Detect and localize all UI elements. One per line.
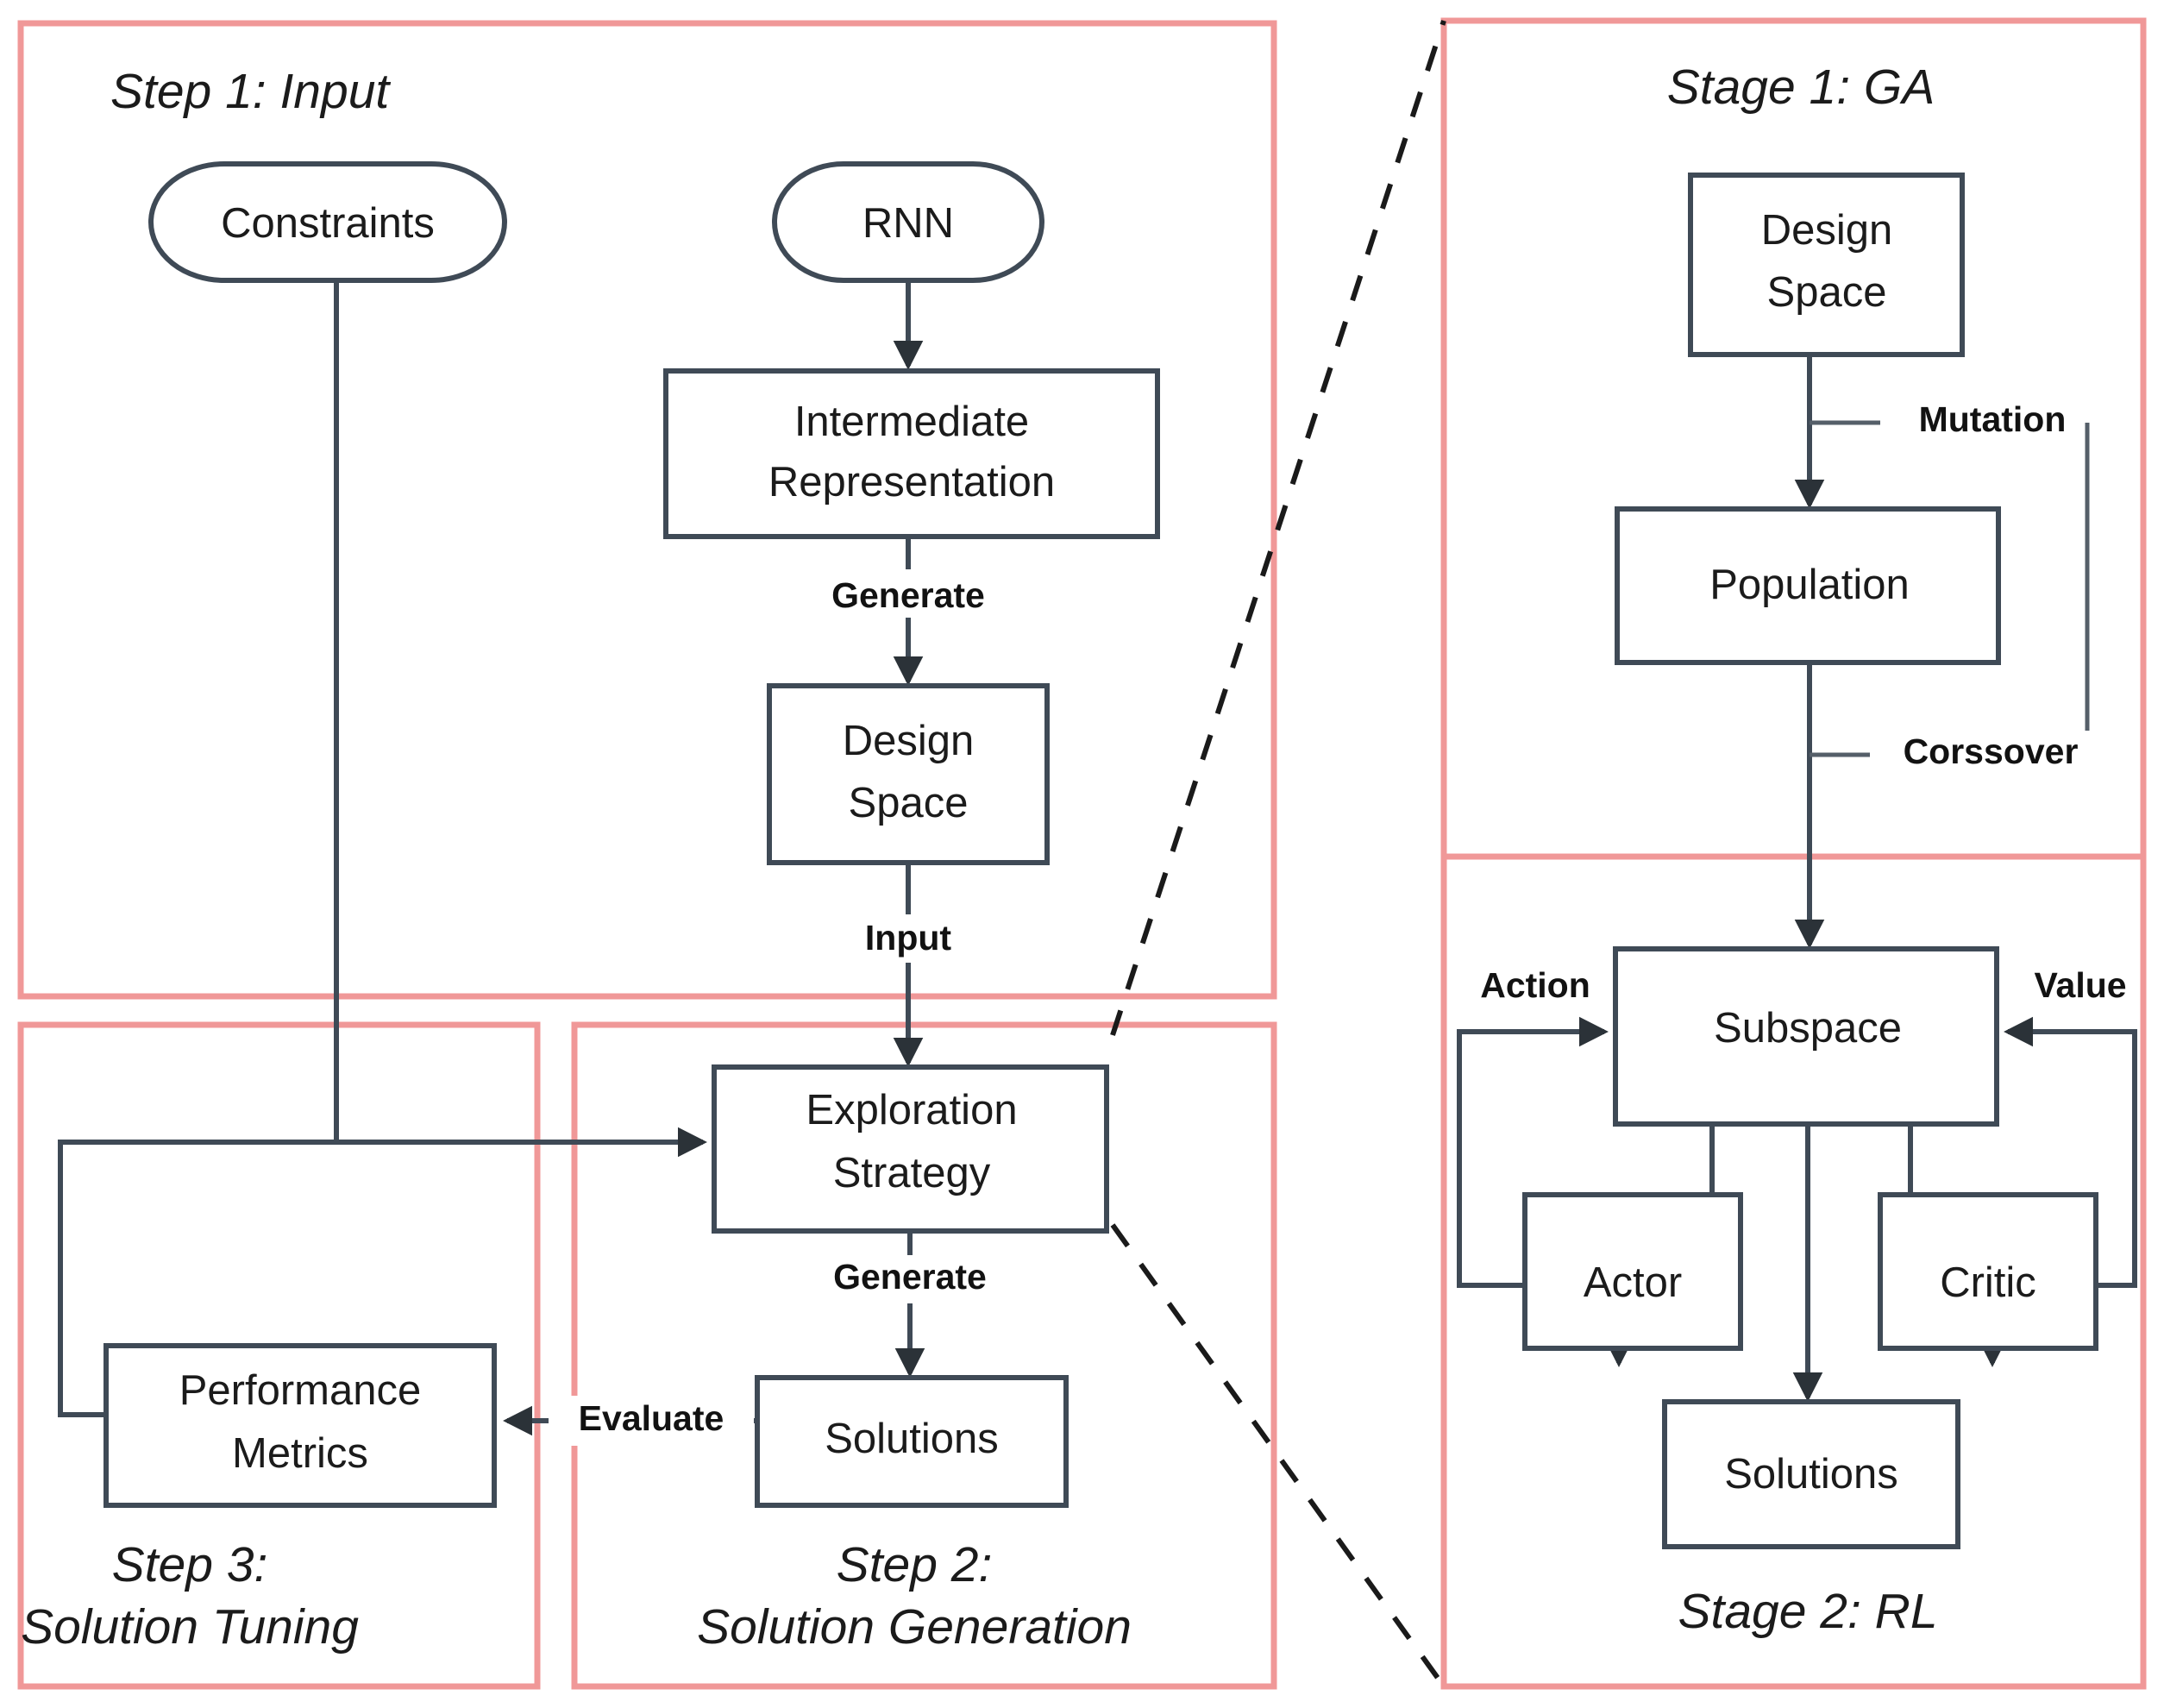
zoom-connector-top (1110, 20, 1446, 1036)
node-design-space-left[interactable] (767, 683, 1050, 865)
edge-metrics-feedback-to-strategy (58, 1127, 707, 1417)
node-critic-label-overlay: Critic (1940, 1259, 2036, 1306)
panel-stage2 (1440, 853, 2147, 1690)
panel-step2 (571, 1021, 1277, 1690)
node-ga-design-space[interactable] (1688, 173, 1965, 357)
edge-label-mutation: Mutation (1919, 399, 2067, 439)
node-ga-design-space-line2: Space (1767, 269, 1887, 316)
node-constraints-label: Constraints (221, 200, 435, 247)
label-bg-crossover (1870, 731, 2110, 779)
label-bg-generate-top (802, 569, 1018, 618)
node-solutions-right-label-overlay: Solutions (1724, 1451, 1898, 1498)
node-design-space-left-line1: Design (843, 718, 975, 764)
panel-step3 (17, 1021, 541, 1690)
label-bg-input (828, 914, 992, 963)
node-intermediate-line2: Representation (768, 459, 1055, 505)
node-constraints[interactable] (148, 161, 507, 283)
panel-title-step2-line1: Step 2: (837, 1537, 993, 1592)
node-actor-label-overlay: Actor (1584, 1259, 1682, 1306)
edge-critic-to-subspace (2004, 1016, 2137, 1288)
node-rnn-label: RNN (862, 200, 954, 247)
panel-step1 (17, 20, 1277, 1000)
node-solutions-left-overlay (755, 1375, 1069, 1508)
node-actor-outline-overlay (1522, 1192, 1743, 1351)
label-bg-generate-bottom (802, 1255, 1018, 1303)
node-performance-overlay (103, 1343, 497, 1508)
node-performance-line2-overlay: Metrics (232, 1430, 368, 1477)
panel-title-step3-line1: Step 3: (112, 1537, 268, 1592)
label-bg-evaluate (549, 1396, 754, 1446)
panel-title-stage2: Stage 2: RL (1678, 1584, 1937, 1639)
panel-title-step3-line2: Solution Tuning (21, 1599, 359, 1655)
label-bg-mutation (1880, 399, 2104, 447)
edge-label-action: Action (1480, 965, 1590, 1005)
node-exploration-line1-overlay: Exploration (806, 1087, 1017, 1133)
node-population-label-overlay: Population (1709, 562, 1910, 608)
zoom-connector-bottom (1110, 1223, 1446, 1688)
edge-label-generate-bottom: Generate (833, 1257, 987, 1297)
panel-title-step2-line2: Solution Generation (697, 1599, 1132, 1655)
edge-label-input: Input (865, 918, 952, 958)
edge-label-evaluate: Evaluate (579, 1398, 724, 1438)
node-exploration-line2-overlay: Strategy (833, 1150, 991, 1196)
node-population-overlay (1615, 506, 2001, 665)
node-performance-line1-overlay: Performance (179, 1367, 422, 1414)
node-subspace-outline-overlay (1613, 946, 1999, 1127)
edge-label-crossover: Corssover (1904, 732, 2079, 771)
node-intermediate-representation[interactable] (663, 368, 1160, 539)
node-exploration-overlay (712, 1064, 1109, 1234)
panel-title-step1: Step 1: Input (110, 64, 391, 119)
node-intermediate-line1: Intermediate (794, 399, 1029, 445)
edge-actor-to-subspace (1457, 1016, 1609, 1288)
node-design-space-left-line2: Space (849, 780, 969, 826)
edge-label-generate-top: Generate (831, 575, 985, 615)
node-ga-design-space-line1: Design (1761, 207, 1893, 254)
node-solutions-left-label-overlay: Solutions (825, 1416, 999, 1462)
edge-label-value: Value (2034, 965, 2126, 1005)
node-critic-outline-overlay (1878, 1192, 2098, 1351)
panel-title-stage1: Stage 1: GA (1667, 60, 1935, 115)
node-solutions-right-outline-overlay (1662, 1399, 1960, 1549)
node-subspace-label-overlay: Subspace (1714, 1005, 1902, 1052)
